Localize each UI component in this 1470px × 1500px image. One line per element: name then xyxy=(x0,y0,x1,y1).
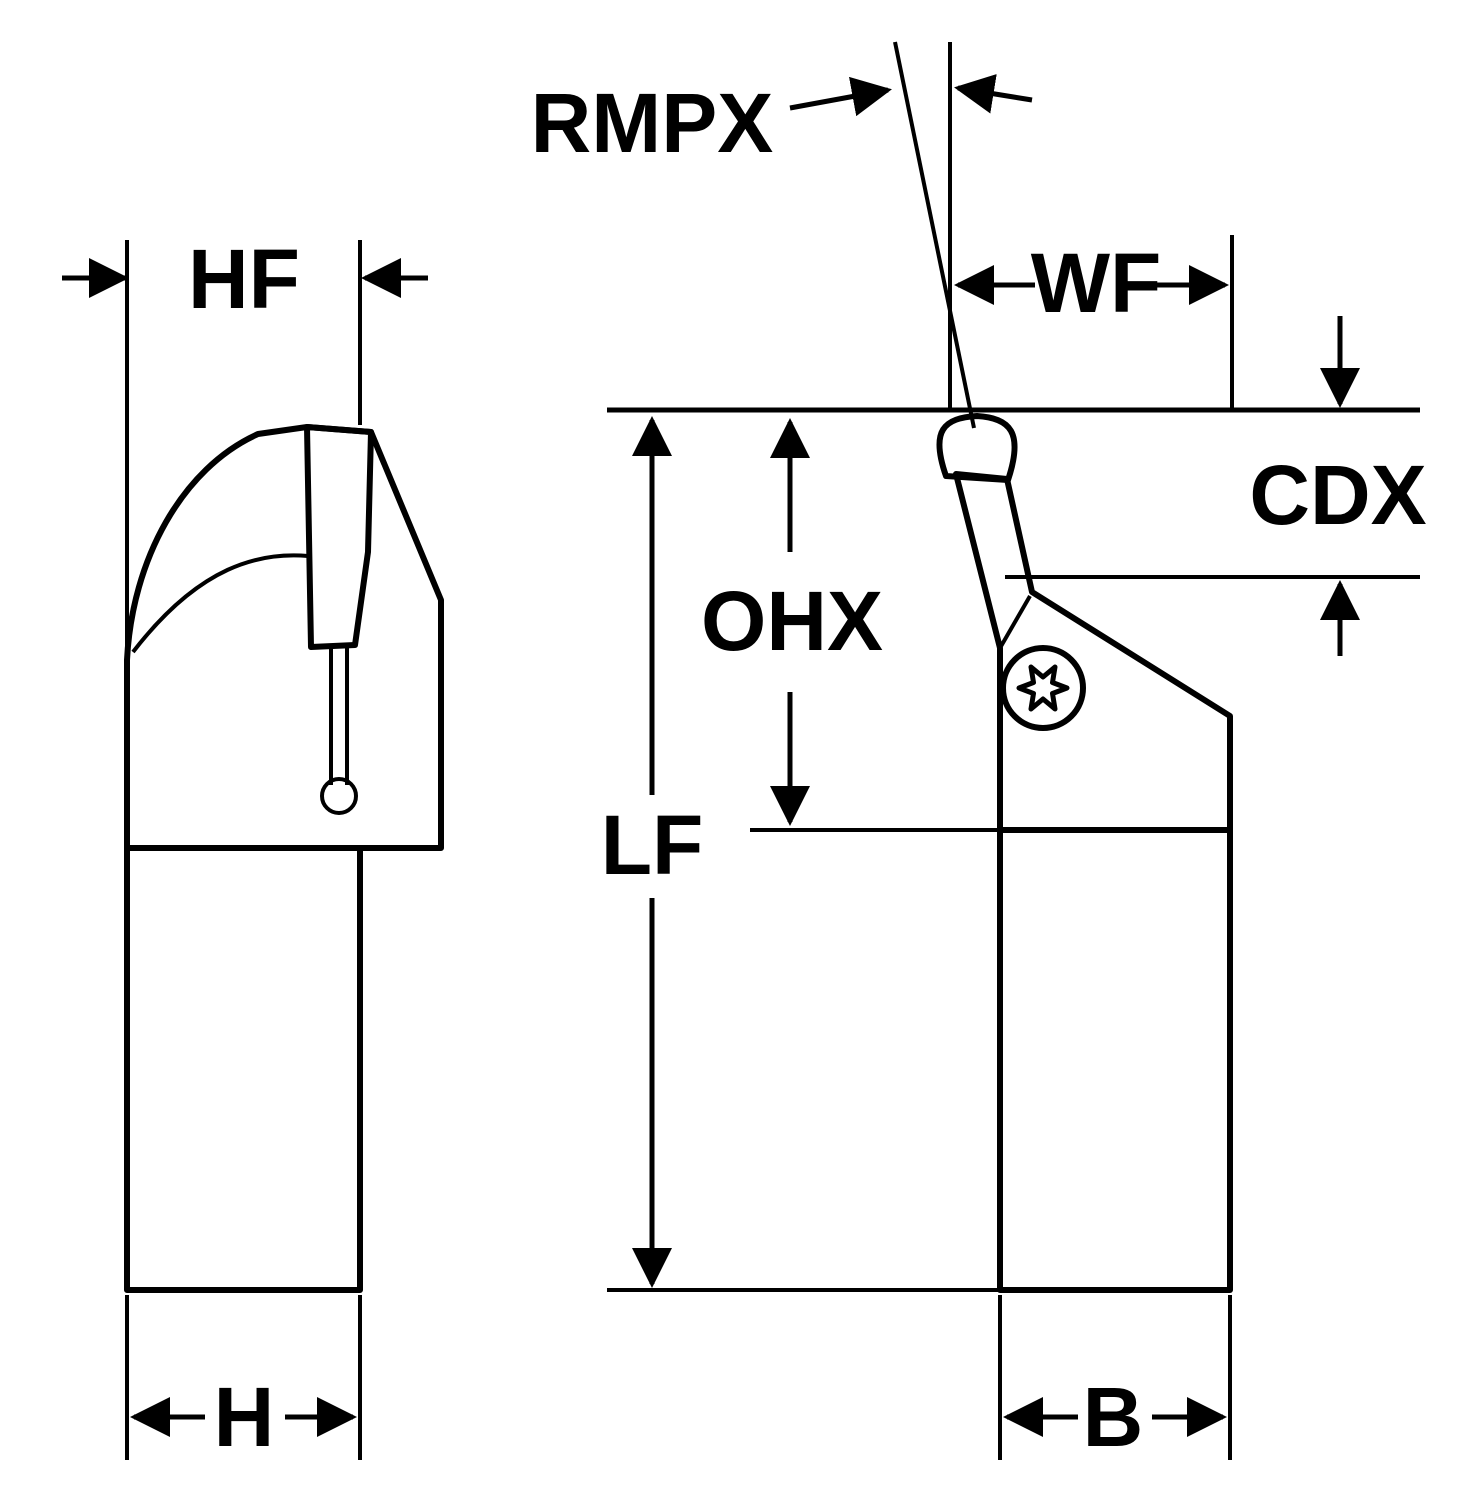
cdx-label: CDX xyxy=(1249,448,1426,542)
dimension-labels: HF RMPX WF CDX OHX LF H B xyxy=(188,76,1427,1464)
dimension-arrows xyxy=(62,74,1360,1437)
torx-screw xyxy=(1000,645,1086,731)
right-blade-junction-line xyxy=(998,595,1032,649)
torx-star-icon xyxy=(1016,664,1070,712)
rmpx-leader-left xyxy=(789,76,892,117)
wf-label: WF xyxy=(1031,236,1162,330)
left-shank xyxy=(124,845,363,1293)
left-slot-relief-hole xyxy=(320,777,358,815)
left-head-chamfer-line xyxy=(131,553,309,654)
rmpx-slant-line xyxy=(893,41,976,429)
right-insert xyxy=(936,413,1018,483)
rmpx-leader-right xyxy=(954,74,1033,114)
lf-label: LF xyxy=(601,798,704,892)
left-head xyxy=(124,424,444,851)
right-head xyxy=(953,471,1233,833)
b-label: B xyxy=(1083,1370,1144,1464)
h-label: H xyxy=(214,1370,275,1464)
left-view xyxy=(124,424,444,1293)
rmpx-label: RMPX xyxy=(531,76,774,170)
extension-lines xyxy=(125,41,1420,1460)
right-shank xyxy=(997,827,1233,1293)
right-view xyxy=(936,413,1233,1293)
hf-label: HF xyxy=(188,232,300,326)
left-insert xyxy=(304,424,374,650)
ohx-label: OHX xyxy=(701,574,883,668)
